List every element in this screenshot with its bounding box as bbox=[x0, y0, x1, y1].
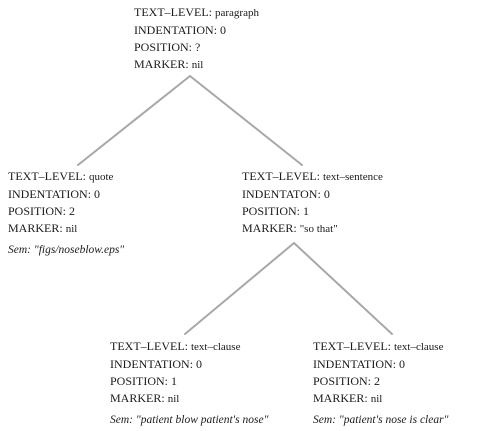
indentation-row: INDENTATION: 0 bbox=[8, 186, 124, 203]
text-level-value: quote bbox=[88, 171, 114, 183]
text-level-row: TEXT–LEVEL: text–sentence bbox=[242, 168, 383, 186]
marker-label: MARKER: bbox=[8, 221, 63, 235]
marker-row: MARKER: nil bbox=[313, 390, 448, 408]
indentation-value: 0 bbox=[399, 357, 406, 371]
marker-value: nil bbox=[191, 59, 204, 71]
marker-row: MARKER: nil bbox=[134, 56, 259, 74]
tree-node-quote: TEXT–LEVEL: quote INDENTATION: 0 POSITIO… bbox=[8, 168, 124, 259]
text-level-value: text–clause bbox=[190, 341, 241, 353]
indentation-label: INDENTATION: bbox=[110, 357, 194, 371]
tree-node-text-clause-2: TEXT–LEVEL: text–clause INDENTATION: 0 P… bbox=[313, 338, 448, 429]
marker-label: MARKER: bbox=[313, 391, 368, 405]
position-label: POSITION: bbox=[134, 40, 193, 54]
text-level-row: TEXT–LEVEL: text–clause bbox=[110, 338, 268, 356]
edge-sentence-clause2 bbox=[293, 242, 393, 335]
indentation-row: INDENTATION: 0 bbox=[110, 356, 268, 373]
position-label: POSITION: bbox=[242, 204, 301, 218]
marker-label: MARKER: bbox=[242, 221, 297, 235]
marker-label: MARKER: bbox=[110, 391, 165, 405]
indentation-row: INDENTATION: 0 bbox=[313, 356, 448, 373]
semantics-text: Sem: "patient's nose is clear" bbox=[313, 414, 449, 426]
position-row: POSITION: 1 bbox=[242, 203, 383, 220]
text-level-label: TEXT–LEVEL: bbox=[134, 5, 212, 19]
position-value: 1 bbox=[171, 374, 178, 388]
indentation-value: 0 bbox=[94, 187, 101, 201]
indentation-label: INDENTATION: bbox=[134, 23, 218, 37]
edge-sentence-clause1 bbox=[184, 242, 295, 335]
marker-value: nil bbox=[370, 393, 383, 405]
indentation-row: INDENTATON: 0 bbox=[242, 186, 383, 203]
text-level-label: TEXT–LEVEL: bbox=[242, 169, 320, 183]
position-value: 1 bbox=[303, 204, 310, 218]
position-label: POSITION: bbox=[110, 374, 169, 388]
indentation-row: INDENTATION: 0 bbox=[134, 22, 259, 39]
position-value: ? bbox=[195, 40, 201, 54]
position-value: 2 bbox=[69, 204, 76, 218]
text-level-row: TEXT–LEVEL: paragraph bbox=[134, 4, 259, 22]
indentation-label: INDENTATON: bbox=[242, 187, 321, 201]
semantics-text: Sem: "figs/noseblow.eps" bbox=[8, 244, 125, 256]
position-label: POSITION: bbox=[313, 374, 372, 388]
text-level-row: TEXT–LEVEL: text–clause bbox=[313, 338, 448, 356]
indentation-value: 0 bbox=[196, 357, 203, 371]
indentation-label: INDENTATION: bbox=[8, 187, 92, 201]
position-row: POSITION: ? bbox=[134, 39, 259, 56]
marker-row: MARKER: "so that" bbox=[242, 220, 383, 238]
marker-value: "so that" bbox=[299, 223, 338, 235]
text-level-label: TEXT–LEVEL: bbox=[8, 169, 86, 183]
marker-row: MARKER: nil bbox=[8, 220, 124, 238]
position-label: POSITION: bbox=[8, 204, 67, 218]
indentation-value: 0 bbox=[220, 23, 227, 37]
position-row: POSITION: 2 bbox=[8, 203, 124, 220]
marker-label: MARKER: bbox=[134, 57, 189, 71]
semantics-text: Sem: "patient blow patient's nose" bbox=[110, 414, 269, 426]
text-level-value: paragraph bbox=[214, 7, 259, 19]
text-level-label: TEXT–LEVEL: bbox=[110, 339, 188, 353]
edge-root-quote bbox=[77, 75, 191, 166]
position-row: POSITION: 2 bbox=[313, 373, 448, 390]
text-level-row: TEXT–LEVEL: quote bbox=[8, 168, 124, 186]
text-level-value: text–clause bbox=[393, 341, 444, 353]
marker-row: MARKER: nil bbox=[110, 390, 268, 408]
tree-node-paragraph: TEXT–LEVEL: paragraph INDENTATION: 0 POS… bbox=[134, 4, 259, 74]
text-level-value: text–sentence bbox=[322, 171, 383, 183]
text-level-label: TEXT–LEVEL: bbox=[313, 339, 391, 353]
indentation-value: 0 bbox=[323, 187, 330, 201]
marker-value: nil bbox=[65, 223, 78, 235]
position-row: POSITION: 1 bbox=[110, 373, 268, 390]
tree-node-text-clause-1: TEXT–LEVEL: text–clause INDENTATION: 0 P… bbox=[110, 338, 268, 429]
marker-value: nil bbox=[167, 393, 180, 405]
indentation-label: INDENTATION: bbox=[313, 357, 397, 371]
position-value: 2 bbox=[374, 374, 381, 388]
edge-root-sentence bbox=[189, 75, 303, 166]
tree-node-text-sentence: TEXT–LEVEL: text–sentence INDENTATON: 0 … bbox=[242, 168, 383, 238]
